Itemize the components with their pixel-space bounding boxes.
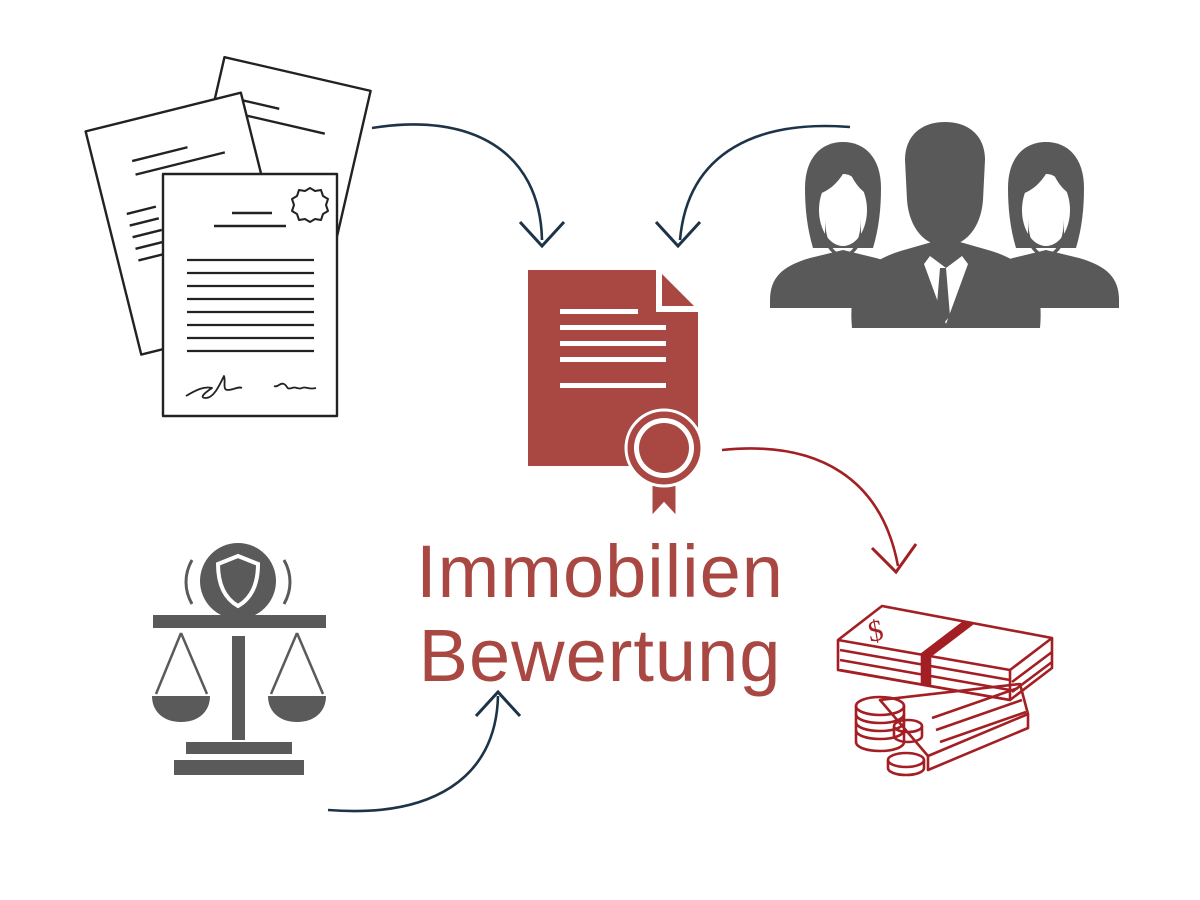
title-line-2: Bewertung [418, 614, 782, 697]
person-man-center [851, 122, 1041, 328]
title-line-1: Immobilien [416, 530, 784, 613]
diagram-title: Immobilien Bewertung [380, 530, 820, 698]
scale-justice-icon [152, 543, 326, 775]
people-icon [770, 122, 1119, 328]
arrow-certificate-to-money [721, 447, 918, 575]
arrow-scale-to-title [327, 689, 522, 813]
arrow-documents-to-certificate [371, 123, 566, 249]
certificate-icon [528, 265, 704, 522]
svg-text:$: $ [865, 614, 886, 649]
arrow-people-to-certificate [654, 124, 851, 249]
documents-icon [84, 55, 372, 418]
money-stack-icon: $ [836, 604, 1054, 777]
